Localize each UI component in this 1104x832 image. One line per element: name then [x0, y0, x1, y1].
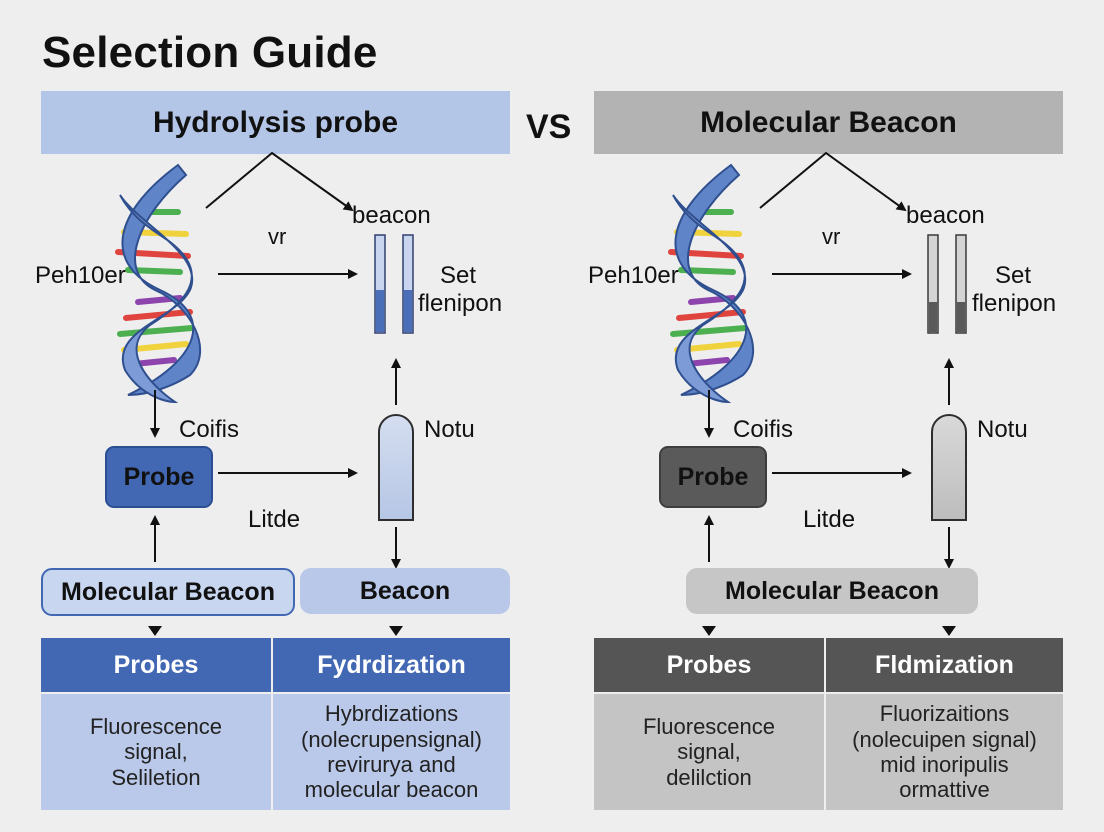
right-label-beacon: beacon	[906, 202, 985, 229]
right-tube-pair-icon	[927, 234, 967, 334]
right-table-header-col2: Fldmization	[826, 638, 1063, 692]
right-label-flenipon: flenipon	[972, 290, 1057, 317]
right-header-label: Molecular Beacon	[700, 105, 957, 139]
left-table-body-col1: Fluorescence signal, Seliletion	[41, 694, 271, 810]
right-table-header-col2-label: Fldmization	[875, 650, 1014, 679]
left-beacon-box: Beacon	[300, 568, 510, 614]
left-label-flenipon: flenipon	[418, 290, 503, 317]
right-table-body-col1: Fluorescence signal, delilction	[594, 694, 824, 810]
right-probe-label: Probe	[677, 462, 749, 491]
left-down-marker-2	[389, 626, 403, 636]
left-label-vr: vr	[268, 224, 287, 249]
page-title: Selection Guide	[42, 28, 378, 77]
left-dna-helix-icon	[115, 163, 201, 404]
left-table-header-col2: Fydrdization	[273, 638, 510, 692]
left-beacon-label: Beacon	[359, 576, 451, 605]
right-probe-box: Probe	[659, 446, 767, 508]
right-label-vr: vr	[822, 224, 841, 249]
right-table-body-col2: Fluorizaitions (nolecuipen signal) mid i…	[826, 694, 1063, 810]
left-molecular-beacon-box: Molecular Beacon	[41, 568, 295, 616]
left-probe-label: Probe	[123, 462, 195, 491]
right-header: Molecular Beacon	[594, 91, 1063, 154]
right-test-tube-icon	[931, 414, 967, 521]
right-molecular-beacon-box: Molecular Beacon	[686, 568, 978, 614]
left-table-header-probes: Probes	[41, 638, 271, 692]
left-table-body-col2: Hybrdizations (nolecrupensignal) revirur…	[273, 694, 510, 810]
left-table-header-probes-label: Probes	[113, 650, 199, 679]
vs-label: VS	[526, 108, 572, 146]
left-header-label: Hydrolysis probe	[152, 105, 399, 139]
left-label-notu: Notu	[424, 416, 475, 443]
left-label-primer: Peh10er	[35, 262, 126, 289]
left-header: Hydrolysis probe	[41, 91, 510, 154]
left-test-tube-icon	[378, 414, 414, 521]
left-down-marker-1	[148, 626, 162, 636]
left-arrows	[150, 151, 401, 569]
left-label-beacon: beacon	[352, 202, 431, 229]
right-label-set: Set	[995, 262, 1032, 289]
right-down-marker-2	[942, 626, 956, 636]
left-table-header-col2-label: Fydrdization	[317, 650, 466, 679]
right-dna-helix-icon	[668, 163, 754, 404]
left-label-litde: Litde	[248, 506, 301, 533]
right-arrows	[704, 151, 954, 569]
left-label-coifis: Coifis	[179, 416, 240, 443]
left-molecular-beacon-label: Molecular Beacon	[61, 577, 275, 606]
right-table-header-probes-label: Probes	[666, 650, 752, 679]
left-tube-pair-icon	[374, 234, 414, 334]
right-label-coifis: Coifis	[733, 416, 794, 443]
right-down-marker-1	[702, 626, 716, 636]
right-label-notu: Notu	[977, 416, 1028, 443]
right-label-primer: Peh10er	[588, 262, 679, 289]
right-molecular-beacon-label: Molecular Beacon	[725, 576, 939, 605]
left-probe-box: Probe	[105, 446, 213, 508]
left-label-set: Set	[440, 262, 477, 289]
right-label-litde: Litde	[803, 506, 856, 533]
right-table-header-probes: Probes	[594, 638, 824, 692]
